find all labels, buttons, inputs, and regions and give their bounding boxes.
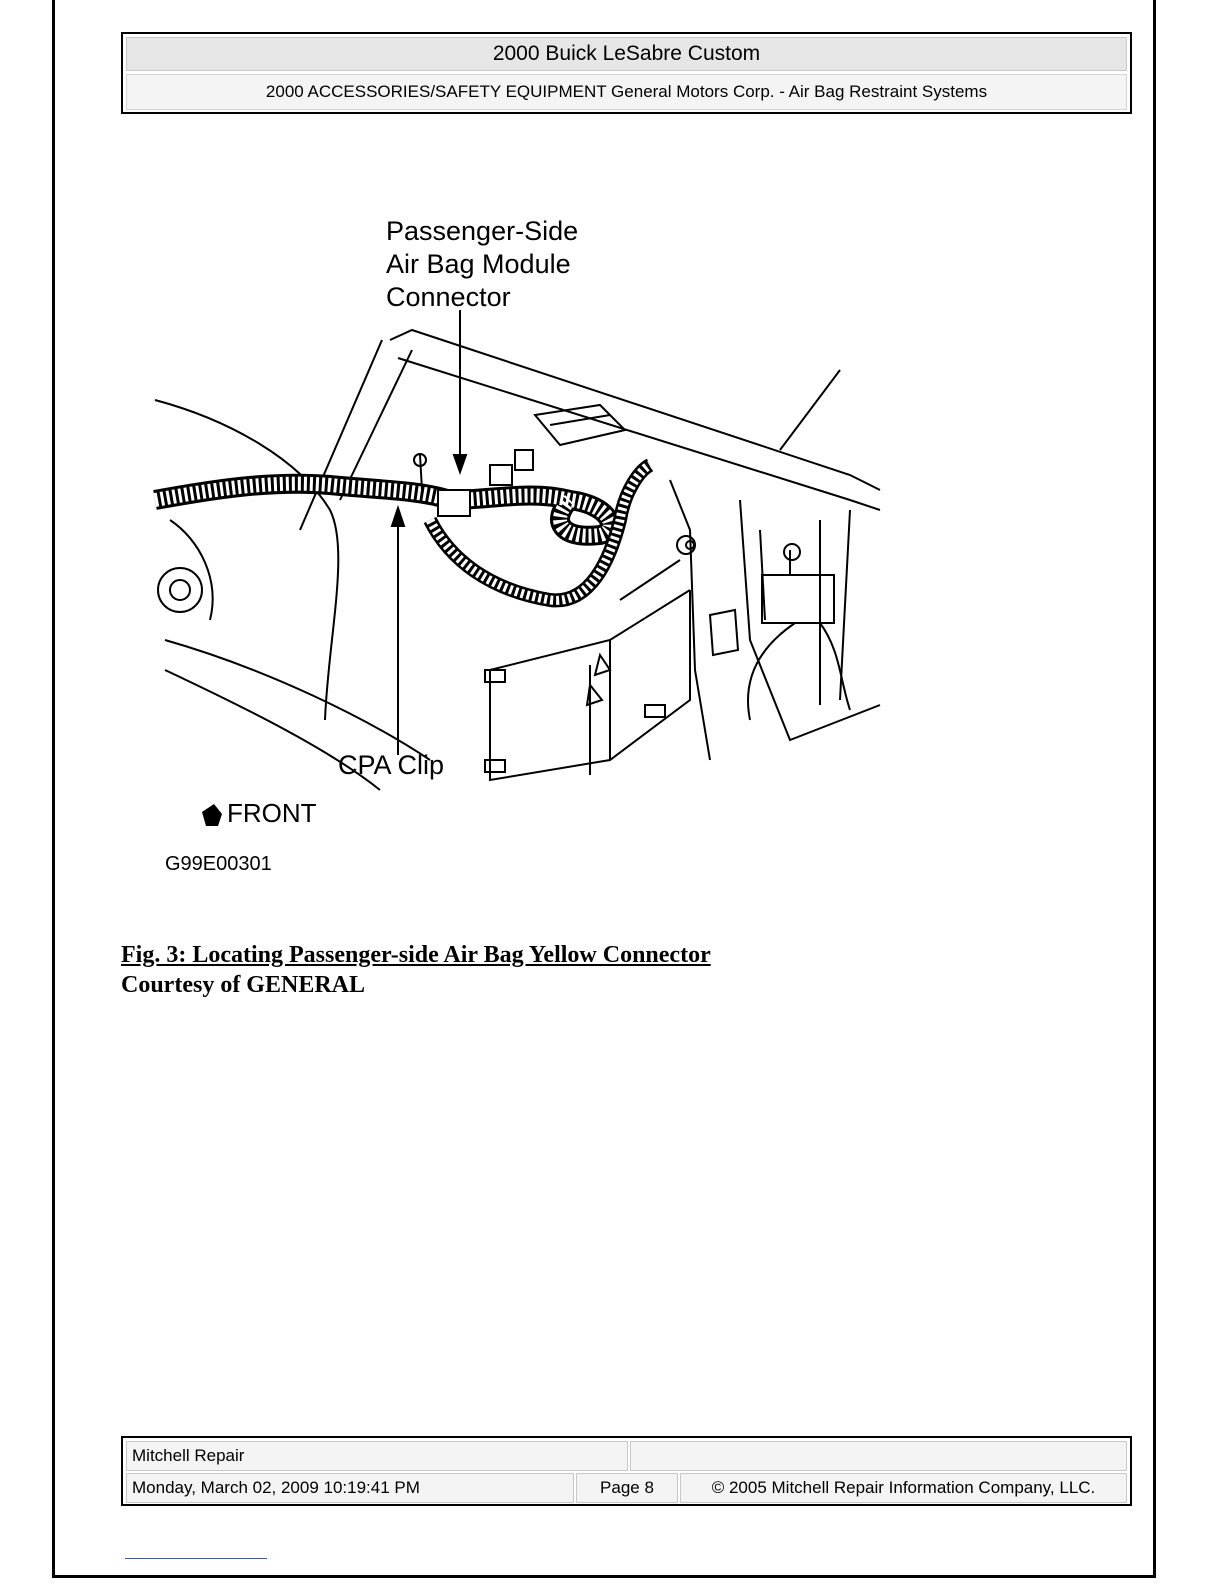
header-subtitle: 2000 ACCESSORIES/SAFETY EQUIPMENT Genera… — [126, 74, 1127, 110]
header-title: 2000 Buick LeSabre Custom — [126, 37, 1127, 71]
footer-empty-cell — [630, 1441, 1127, 1471]
callout-cpa-clip: CPA Clip — [338, 750, 444, 780]
figure-code: G99E00301 — [165, 853, 272, 875]
figure-title: Fig. 3: Locating Passenger-side Air Bag … — [121, 942, 711, 968]
bottom-link-underline — [125, 1558, 267, 1559]
diagram-linework — [153, 310, 881, 791]
callout-connector-line3: Connector — [386, 282, 511, 312]
callout-connector-line1: Passenger-Side — [386, 216, 578, 246]
footer-company: Mitchell Repair — [126, 1441, 628, 1471]
footer-copyright: © 2005 Mitchell Repair Information Compa… — [680, 1473, 1127, 1503]
callout-connector-line2: Air Bag Module — [386, 249, 571, 279]
figure-caption: Fig. 3: Locating Passenger-side Air Bag … — [121, 940, 711, 1000]
footer-page-number: Page 8 — [576, 1473, 678, 1503]
document-footer: Mitchell Repair Monday, March 02, 2009 1… — [121, 1436, 1132, 1506]
figure-courtesy: Courtesy of GENERAL — [121, 972, 365, 998]
front-arrow-icon — [202, 804, 222, 826]
front-label: FRONT — [227, 798, 317, 828]
page-border — [52, 0, 1156, 1578]
airbag-connector-diagram: Passenger-Side Air Bag Module Connector … — [153, 216, 881, 875]
document-header: 2000 Buick LeSabre Custom 2000 ACCESSORI… — [121, 32, 1132, 114]
footer-datetime: Monday, March 02, 2009 10:19:41 PM — [126, 1473, 574, 1503]
